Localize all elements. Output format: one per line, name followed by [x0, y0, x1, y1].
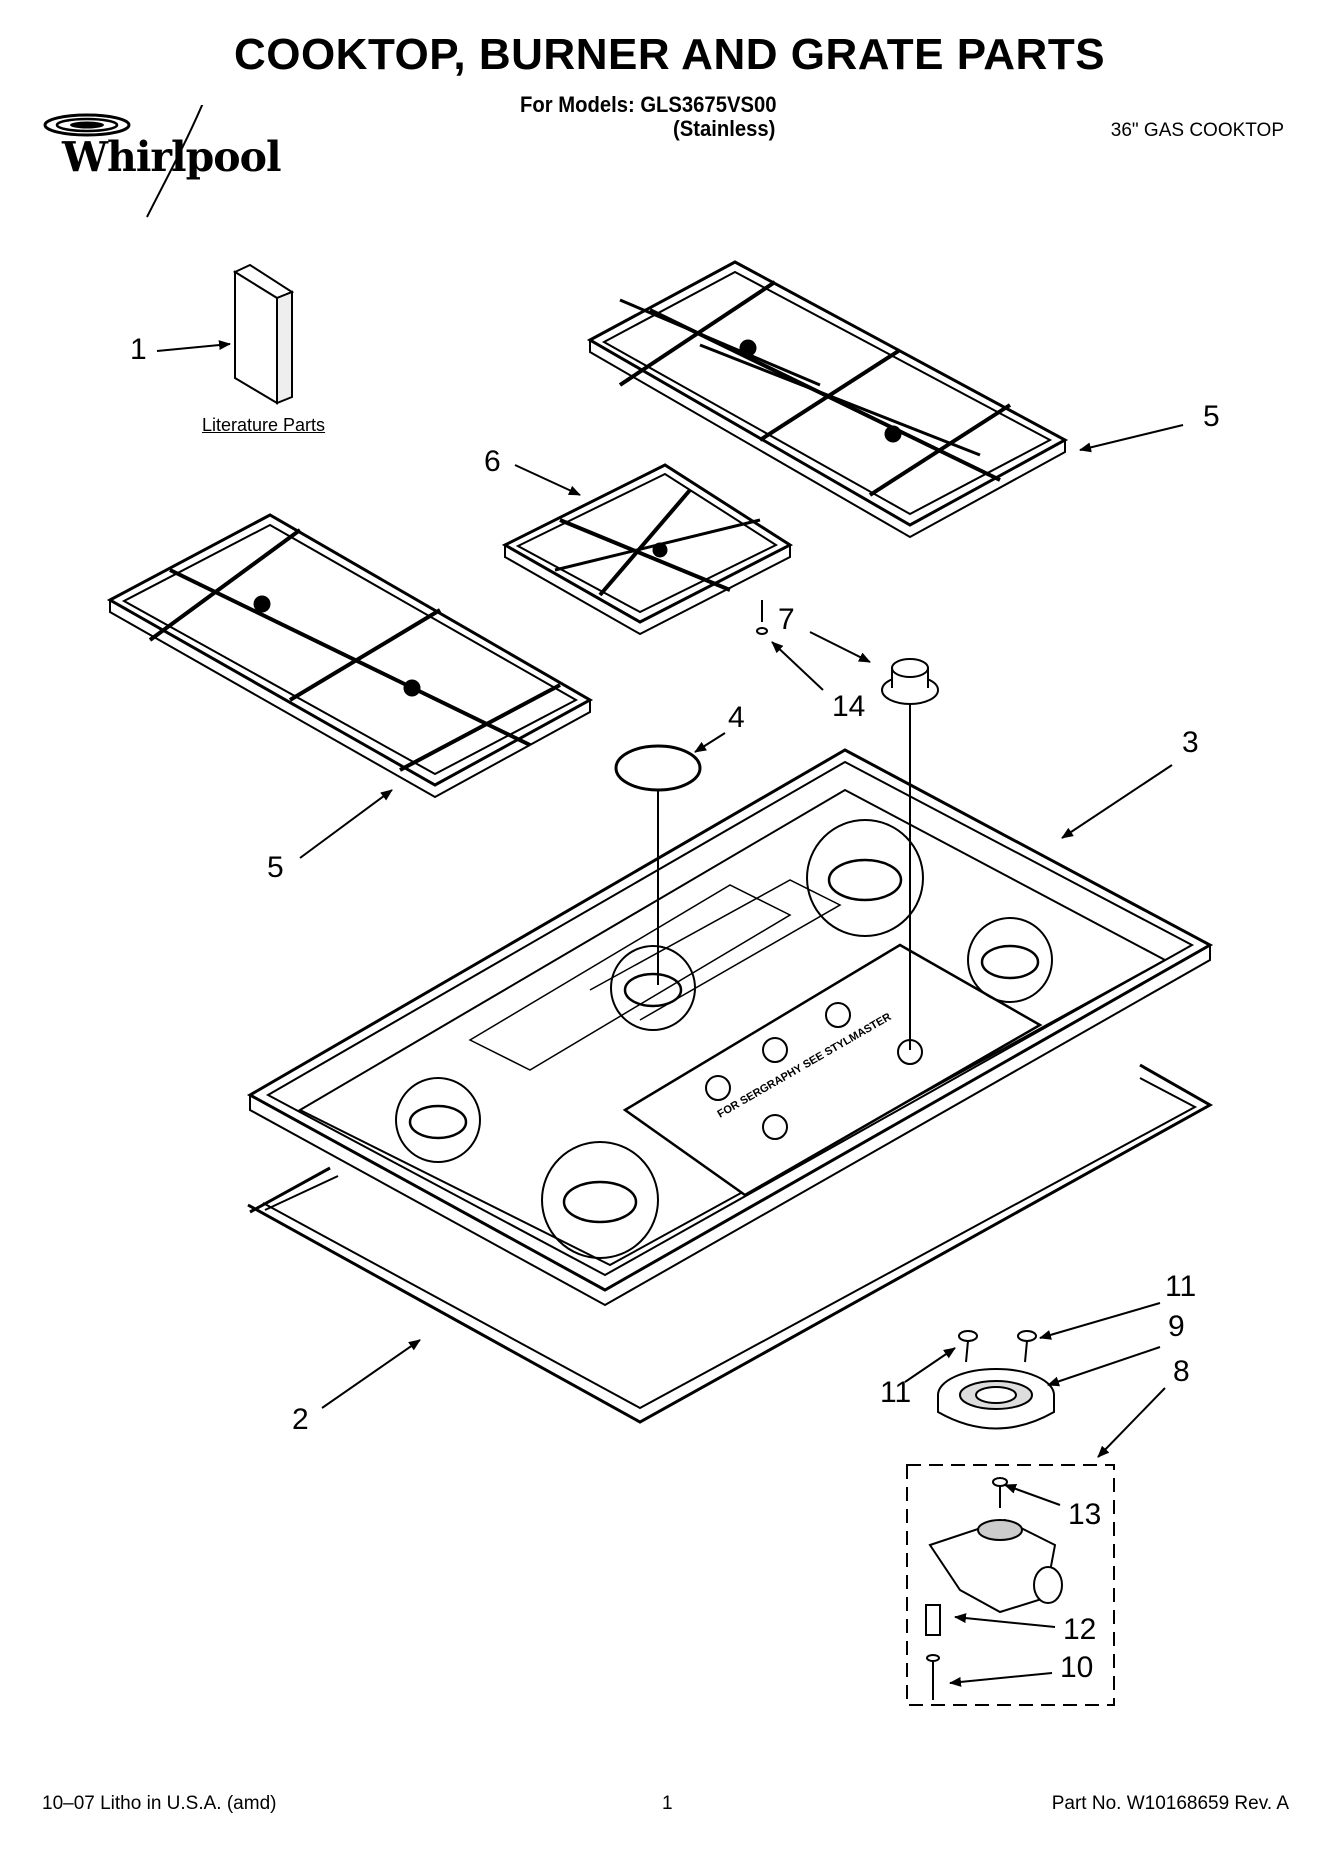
brand-wordmark: Whirlpool [62, 133, 282, 181]
finish-label: (Stainless) [673, 116, 776, 141]
callout-7: 7 [778, 603, 795, 636]
callout-3: 3 [1182, 726, 1199, 759]
literature-booklet [232, 263, 295, 405]
callout-11-right: 11 [1165, 1270, 1197, 1303]
callout-2: 2 [292, 1403, 309, 1436]
footer-litho: 10–07 Litho in U.S.A. (amd) [42, 1793, 277, 1814]
burner-screw-right [1017, 1330, 1037, 1363]
whirlpool-swirl-icon [43, 102, 204, 218]
literature-parts-label: Literature Parts [202, 415, 326, 435]
footer-page-number: 1 [662, 1793, 673, 1814]
cooktop-main-top: FOR SERGRAPHY SEE STYLMASTER [246, 748, 1214, 1307]
burner-cap [614, 744, 702, 792]
callout-9: 9 [1168, 1310, 1185, 1343]
models-line: For Models: GLS3675VS00 [520, 92, 777, 117]
footer-part-number: Part No. W10168659 Rev. A [1051, 1793, 1289, 1814]
burner-base [937, 1368, 1055, 1430]
callout-4: 4 [728, 701, 745, 734]
grate-left [106, 513, 594, 799]
knob-screw [756, 600, 768, 635]
callout-1: 1 [130, 333, 147, 366]
page-title: COOKTOP, BURNER AND GRATE PARTS [233, 30, 1106, 79]
callout-11-left: 11 [880, 1376, 912, 1409]
whirlpool-logo: Whirlpool [35, 102, 282, 225]
burner-screw-left [958, 1330, 978, 1363]
callout-5-right-grate: 5 [1203, 400, 1220, 433]
valve-assembly-box [906, 1464, 1115, 1706]
gas-valve [925, 1477, 1063, 1700]
cooktop-type: 36" GAS COOKTOP [1110, 120, 1284, 141]
grate-right [586, 260, 1069, 539]
callout-leaders [156, 340, 1184, 1687]
cooktop-gasket [247, 1063, 1214, 1424]
grate-center [501, 463, 794, 636]
callout-14: 14 [832, 690, 866, 723]
callout-5-left-grate: 5 [267, 851, 284, 884]
callout-6: 6 [484, 445, 501, 478]
callout-12: 12 [1063, 1613, 1097, 1646]
callout-8: 8 [1173, 1355, 1190, 1388]
callout-13: 13 [1068, 1498, 1102, 1531]
callout-10: 10 [1060, 1651, 1094, 1684]
control-knob [881, 658, 939, 705]
